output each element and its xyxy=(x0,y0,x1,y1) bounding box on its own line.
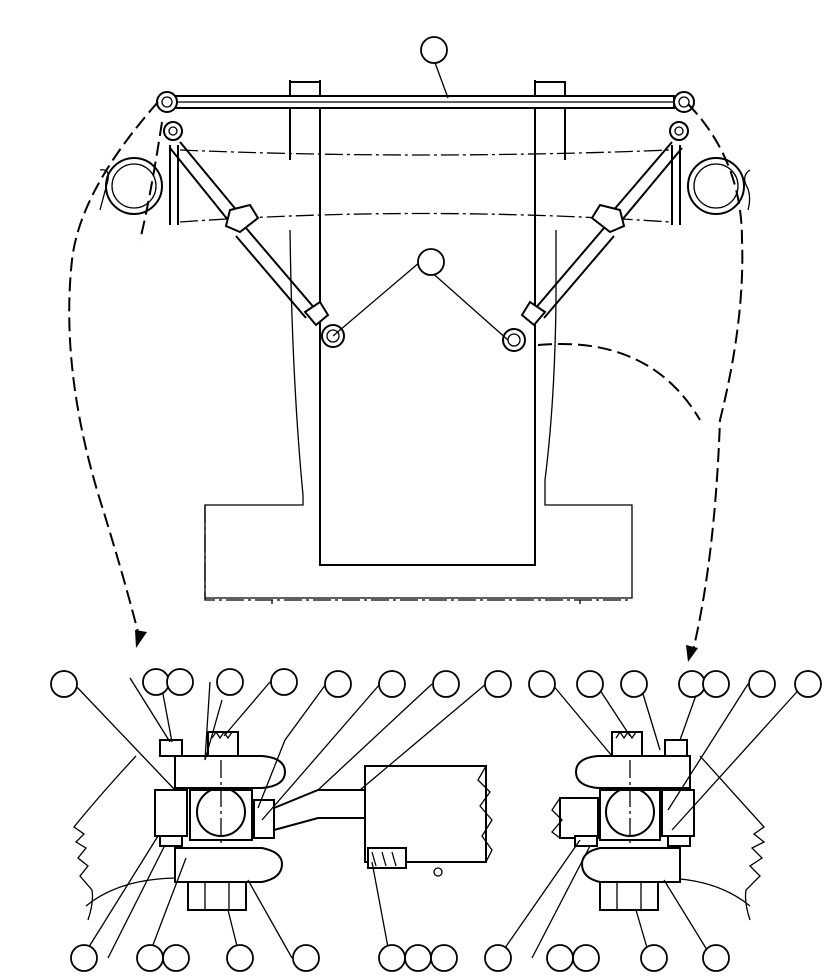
left-detail xyxy=(73,730,493,921)
detail-pointer-left xyxy=(68,101,163,648)
right-bracket xyxy=(671,145,751,225)
right-detail-callouts-top xyxy=(528,670,822,698)
leader-tie-rod xyxy=(433,59,449,99)
right-detail-callouts-bottom xyxy=(484,944,730,972)
upper-tie-rod xyxy=(156,91,695,113)
left-cylinder xyxy=(163,121,345,348)
callout-bubble xyxy=(417,248,445,276)
left-detail-callouts-top xyxy=(50,668,512,698)
chain-line-upper xyxy=(179,149,671,156)
detail-pointer-right xyxy=(537,103,744,662)
right-detail xyxy=(551,730,766,921)
left-bracket xyxy=(99,145,179,225)
leader-cylinders xyxy=(332,261,509,341)
left-detail-callouts-bottom xyxy=(70,944,458,972)
left-detail-leaders xyxy=(73,677,487,959)
frame-body xyxy=(204,80,633,604)
right-cylinder xyxy=(502,121,689,352)
callout-bubble xyxy=(420,36,448,64)
right-detail-leaders xyxy=(497,683,805,959)
